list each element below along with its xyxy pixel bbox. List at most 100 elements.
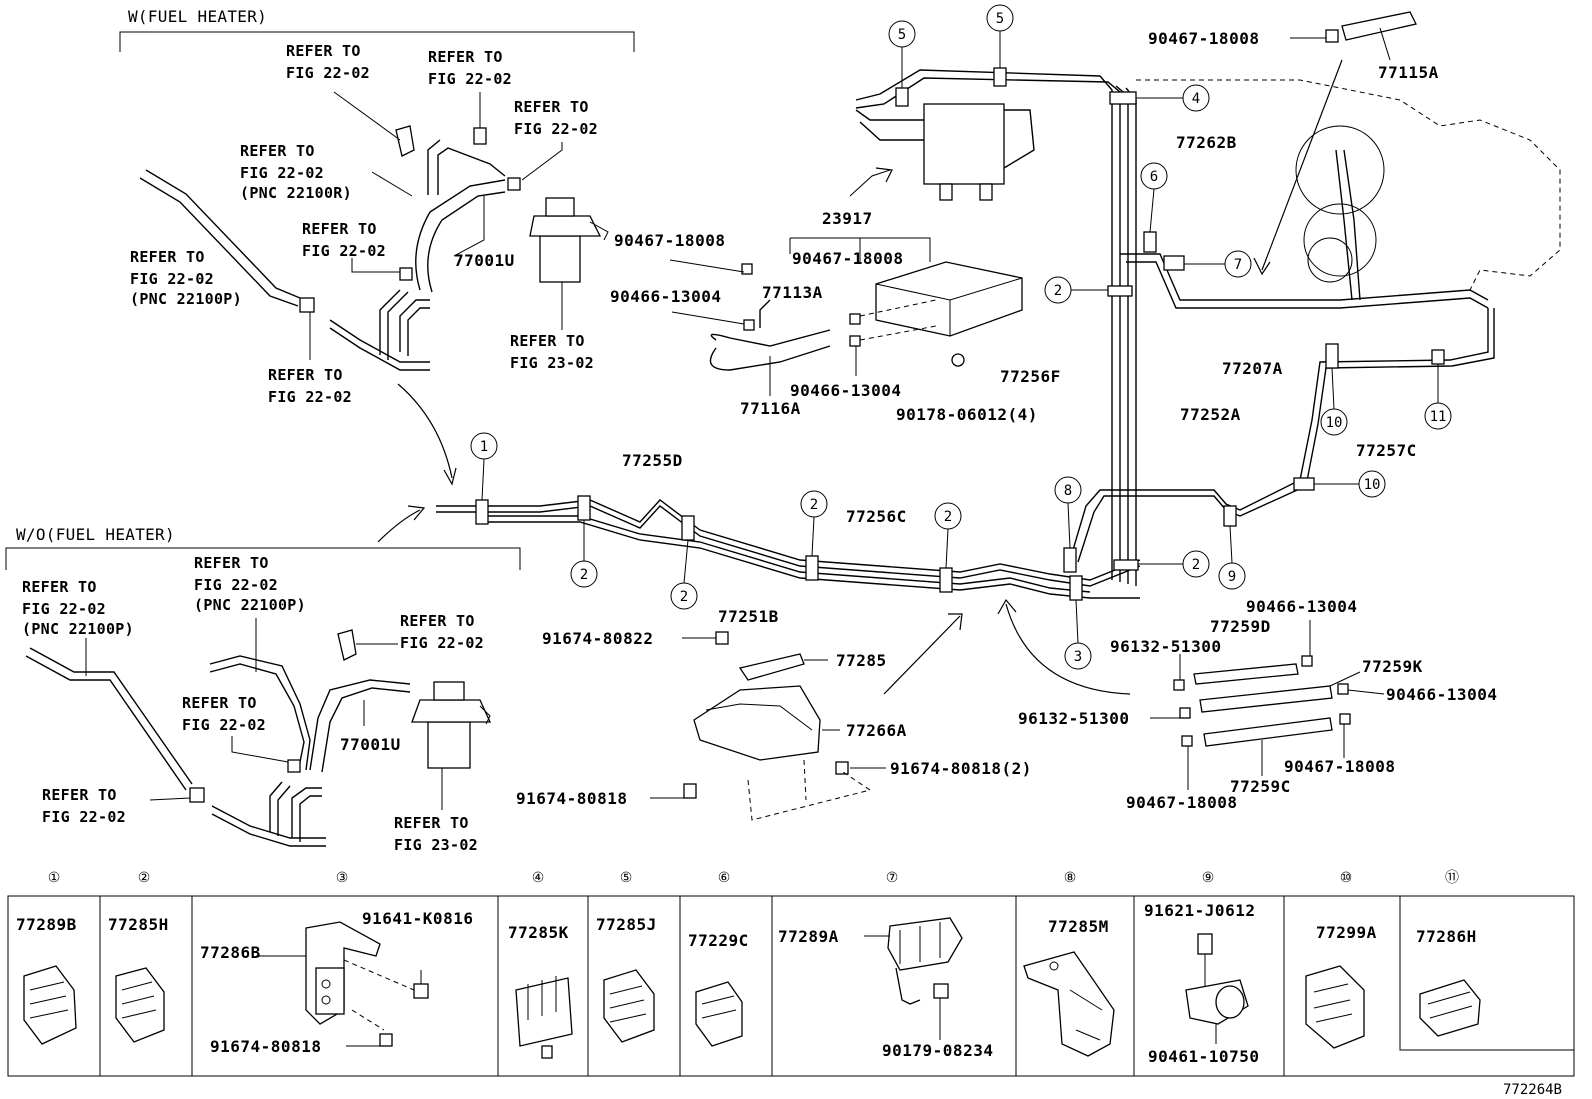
- callout-2c: 2: [800, 490, 828, 557]
- legend-part-77289A: 77289A: [778, 927, 839, 946]
- ref-r10: REFER TO FIG 22-02 (PNC 22100P): [194, 554, 306, 614]
- callout-1: 1: [470, 432, 498, 501]
- svg-text:REFER TO: REFER TO: [514, 98, 589, 116]
- part-label-91674-80822: 91674-80822: [542, 629, 653, 648]
- svg-text:REFER TO: REFER TO: [428, 48, 503, 66]
- callout-2d: 2: [934, 502, 962, 569]
- bracket-assembly-77266A: [650, 598, 1131, 821]
- legend-num-4: ④: [532, 870, 545, 886]
- callout-2f: 2: [1044, 276, 1108, 304]
- svg-text:REFER TO: REFER TO: [42, 786, 117, 804]
- ref-r14: REFER TO FIG 23-02: [394, 814, 478, 854]
- part-label-77262B: 77262B: [1176, 133, 1237, 152]
- ref-labels-upper: REFER TO FIG 22-02 REFER TO FIG 22-02 RE…: [130, 42, 598, 406]
- callout-10a: 10: [1320, 367, 1348, 436]
- legend-num-8: ⑧: [1064, 870, 1077, 886]
- svg-text:(PNC 22100P): (PNC 22100P): [194, 596, 306, 614]
- svg-text:REFER TO: REFER TO: [394, 814, 469, 832]
- ref-r6: REFER TO FIG 22-02 (PNC 22100P): [130, 248, 242, 308]
- svg-text:4: 4: [1192, 91, 1200, 107]
- part-label-77285: 77285: [836, 651, 887, 670]
- part-label-90466-13004-b: 90466-13004: [790, 381, 901, 400]
- svg-text:10: 10: [1326, 415, 1343, 431]
- svg-text:FIG 22-02: FIG 22-02: [286, 64, 370, 82]
- svg-text:11: 11: [1430, 409, 1447, 425]
- part-label-90467-18008-a: 90467-18008: [614, 231, 725, 250]
- module-23917: [789, 167, 1023, 367]
- legend-num-5: ⑤: [620, 870, 633, 886]
- svg-text:REFER TO: REFER TO: [400, 612, 475, 630]
- legend-part-90179-08234: 90179-08234: [882, 1041, 993, 1060]
- legend-part-90461-10750: 90461-10750: [1148, 1047, 1259, 1066]
- ref-r1: REFER TO FIG 22-02: [286, 42, 370, 82]
- svg-text:3: 3: [1074, 649, 1082, 665]
- svg-text:6: 6: [1150, 169, 1158, 185]
- part-label-77255D: 77255D: [622, 451, 683, 470]
- part-label-77266A: 77266A: [846, 721, 907, 740]
- line-clamps: [475, 67, 1445, 601]
- svg-text:FIG 22-02: FIG 22-02: [302, 242, 386, 260]
- ref-r12: REFER TO FIG 22-02: [182, 694, 266, 734]
- svg-text:REFER TO: REFER TO: [268, 366, 343, 384]
- legend-bracket-77286B-drawing: [256, 921, 429, 1047]
- part-label-77113A: 77113A: [762, 283, 823, 302]
- part-label-90466-13004-a: 90466-13004: [610, 287, 721, 306]
- svg-text:REFER TO: REFER TO: [286, 42, 361, 60]
- svg-text:FIG 22-02: FIG 22-02: [240, 164, 324, 182]
- arrow-lower-to-line: [377, 509, 421, 543]
- svg-text:8: 8: [1064, 483, 1072, 499]
- legend-part-77299A: 77299A: [1316, 923, 1377, 942]
- ref-r4: REFER TO FIG 22-02 (PNC 22100R): [240, 142, 352, 202]
- callout-2b: 2: [670, 539, 698, 610]
- legend-num-6: ⑥: [718, 870, 731, 886]
- svg-text:REFER TO: REFER TO: [240, 142, 315, 160]
- legend-part-91674-80818: 91674-80818: [210, 1037, 321, 1056]
- legend-part-77289B: 77289B: [16, 915, 77, 934]
- callout-8: 8: [1054, 476, 1082, 549]
- legend-clip-77289B-drawing: [23, 965, 77, 1045]
- svg-text:5: 5: [996, 11, 1004, 27]
- svg-text:FIG 23-02: FIG 23-02: [510, 354, 594, 372]
- part-label-90467-18008-d: 90467-18008: [1284, 757, 1395, 776]
- part-label-90467-18008-e: 90467-18008: [1126, 793, 1237, 812]
- svg-text:REFER TO: REFER TO: [194, 554, 269, 572]
- part-label-96132-51300-a: 96132-51300: [1110, 637, 1221, 656]
- part-label-77257C: 77257C: [1356, 441, 1417, 460]
- svg-text:REFER TO: REFER TO: [510, 332, 585, 350]
- svg-text:FIG 22-02: FIG 22-02: [42, 808, 126, 826]
- part-label-91674-80818-2: 91674-80818(2): [890, 759, 1032, 778]
- legend-part-91641-K0816: 91641-K0816: [362, 909, 473, 928]
- svg-text:REFER TO: REFER TO: [302, 220, 377, 238]
- callout-2a: 2: [570, 520, 598, 588]
- ref-r13: REFER TO FIG 22-02: [42, 786, 126, 826]
- ref-labels-lower: REFER TO FIG 22-02 (PNC 22100P) REFER TO…: [22, 554, 484, 854]
- legend-clip-77299A-drawing: [1305, 965, 1365, 1049]
- svg-text:2: 2: [680, 589, 688, 605]
- fuel-heater-assembly-upper: [139, 91, 609, 371]
- callout-7: 7: [1184, 250, 1252, 278]
- legend-clip-77229C-drawing: [695, 981, 743, 1047]
- part-label-90178: 90178-06012(4): [896, 405, 1038, 424]
- svg-text:FIG 22-02: FIG 22-02: [268, 388, 352, 406]
- legend-clip-77285J-drawing: [603, 969, 655, 1043]
- legend-part-77285K: 77285K: [508, 923, 569, 942]
- callout-5a: 5: [888, 20, 916, 88]
- svg-text:FIG 22-02: FIG 22-02: [182, 716, 266, 734]
- arrow-upper-to-line: [397, 383, 453, 479]
- legend-table: ① ② ③ ④ ⑤ ⑥ ⑦ ⑧ ⑨ ⑩ ⑪ 77289B 77285H 7728…: [7, 870, 1575, 1098]
- callout-3: 3: [1064, 599, 1092, 670]
- hose-77115A: [1253, 11, 1417, 276]
- part-label-77251B: 77251B: [718, 607, 779, 626]
- fuel-assembly-lower: [25, 618, 492, 847]
- callout-6: 6: [1140, 162, 1168, 233]
- body-outline: [1136, 79, 1561, 301]
- section-with-fuel-heater: W(FUEL HEATER): [119, 7, 635, 52]
- ref-r8: REFER TO FIG 23-02: [510, 332, 594, 372]
- svg-text:FIG 22-02: FIG 22-02: [22, 600, 106, 618]
- part-label-96132-51300-b: 96132-51300: [1018, 709, 1129, 728]
- section-label-with-heater: W(FUEL HEATER): [128, 7, 267, 26]
- part-label-77259K: 77259K: [1362, 657, 1423, 676]
- part-label-77001U-upper: 77001U: [454, 251, 515, 270]
- svg-text:2: 2: [810, 497, 818, 513]
